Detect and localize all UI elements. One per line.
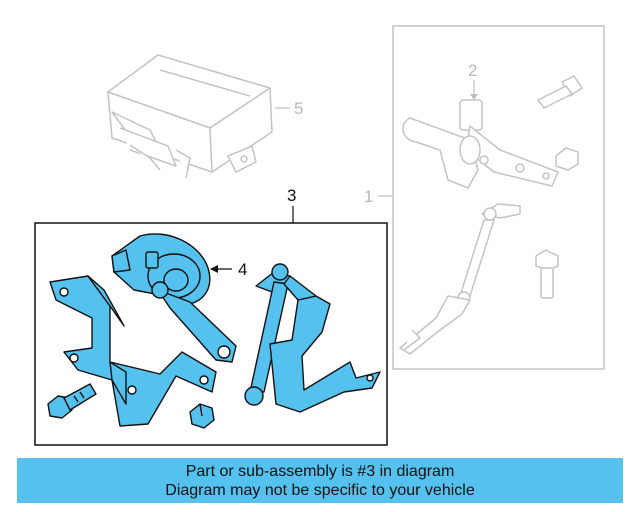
banner-line-1: Part or sub-assembly is #3 in diagram xyxy=(185,462,455,480)
nut[interactable] xyxy=(189,403,215,429)
callout-3: 3 xyxy=(287,186,296,205)
ghost-nut xyxy=(555,147,579,171)
control-module-part-5[interactable] xyxy=(107,54,273,179)
bolt[interactable] xyxy=(47,383,97,419)
banner-line-2: Diagram may not be specific to your vehi… xyxy=(165,481,475,499)
mounting-bracket[interactable] xyxy=(49,275,217,427)
height-sensor-part-4[interactable] xyxy=(111,233,237,363)
link-rod-bracket[interactable] xyxy=(244,263,381,413)
ghost-link-rod xyxy=(399,203,521,355)
callout-2: 2 xyxy=(468,61,477,80)
info-banner: Part or sub-assembly is #3 in diagram Di… xyxy=(17,458,623,503)
ghost-panel xyxy=(392,25,605,370)
callout-4: 4 xyxy=(238,260,247,279)
callout-5: 5 xyxy=(294,99,303,118)
parts-diagram: 5 1 2 3 xyxy=(34,25,605,446)
ghost-bolt-top xyxy=(537,75,583,109)
ghost-bolt-bottom xyxy=(535,249,559,299)
callout-1: 1 xyxy=(364,187,373,206)
height-sensor-part-2[interactable] xyxy=(402,99,559,189)
